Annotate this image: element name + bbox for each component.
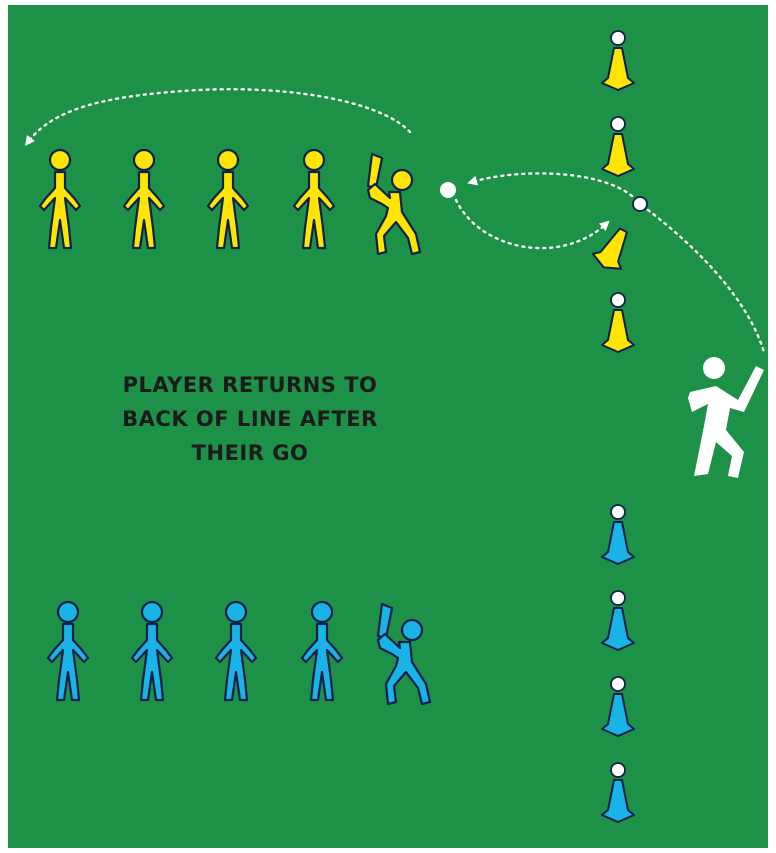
player-icon bbox=[294, 150, 334, 248]
instruction-line-1: PLAYER RETURNS TO bbox=[60, 368, 440, 402]
batter-icon bbox=[378, 604, 430, 704]
player-icon bbox=[48, 602, 88, 700]
throw-path-arrow bbox=[472, 173, 632, 196]
cone-icon bbox=[602, 677, 634, 736]
yellow-team bbox=[40, 150, 420, 254]
cone-icon bbox=[602, 505, 634, 564]
player-icon bbox=[132, 602, 172, 700]
blue-team bbox=[48, 602, 430, 704]
yellow-cones bbox=[590, 31, 647, 352]
player-icon bbox=[216, 602, 256, 700]
player-icon bbox=[302, 602, 342, 700]
instruction-line-2: BACK OF LINE AFTER bbox=[60, 402, 440, 436]
cone-icon bbox=[602, 293, 634, 352]
player-icon bbox=[124, 150, 164, 248]
instruction-line-3: THEIR GO bbox=[60, 436, 440, 470]
batter-icon bbox=[368, 154, 420, 254]
cone-icon bbox=[602, 31, 634, 90]
cone-icon bbox=[602, 763, 634, 822]
drill-instruction: PLAYER RETURNS TO BACK OF LINE AFTER THE… bbox=[60, 368, 440, 470]
bowler-icon bbox=[688, 357, 764, 478]
hit-path-arrow bbox=[456, 200, 606, 248]
cone-icon bbox=[602, 591, 634, 650]
player-icon bbox=[208, 150, 248, 248]
bowler-path bbox=[648, 210, 764, 352]
cone-marker-ball bbox=[633, 197, 647, 211]
player-icon bbox=[40, 150, 80, 248]
ball-icon bbox=[440, 182, 456, 198]
cone-icon bbox=[602, 117, 634, 176]
return-path-arrow bbox=[28, 89, 410, 142]
blue-cones bbox=[602, 505, 634, 822]
